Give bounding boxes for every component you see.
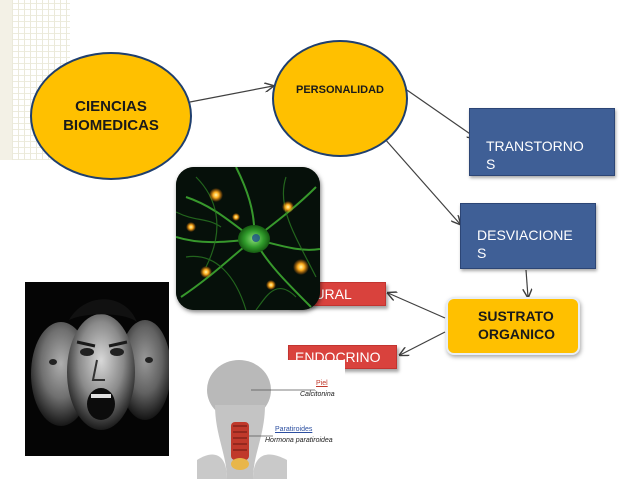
node-ciencias-line2: BIOMEDICAS <box>63 117 159 134</box>
arrow-personalidad-to-desviaciones <box>383 137 460 224</box>
faces-image <box>25 282 171 456</box>
node-personalidad-label: PERSONALIDAD <box>295 84 384 96</box>
node-sustrato-line2: ORGANICO <box>478 326 555 342</box>
anatomy-label-piel: Piel <box>316 380 328 387</box>
arrow-sustrato-to-endocrino <box>400 331 446 355</box>
neuron-network-image <box>176 167 320 310</box>
anatomy-neck-image: Piel Calcitonina Paratiroides Hormona pa… <box>197 360 345 479</box>
node-desviaciones-line1: DESVIACIONE <box>477 227 573 243</box>
arrow-ciencias-to-personalidad <box>189 86 273 103</box>
node-desviaciones: DESVIACIONE S <box>460 203 596 269</box>
arrow-sustrato-to-neural <box>388 293 446 319</box>
node-transtornos-line1: TRANSTORNO <box>486 138 584 154</box>
node-ciencias-biomedicas: CIENCIAS BIOMEDICAS <box>30 52 192 180</box>
anatomy-label-paratiroides: Paratiroides <box>275 426 313 433</box>
anatomy-label-paratiroides-sub: Hormona paratiroidea <box>265 437 333 444</box>
node-transtornos: TRANSTORNO S <box>469 108 615 176</box>
node-personalidad: PERSONALIDAD <box>272 40 408 157</box>
node-transtornos-line2: S <box>486 156 496 172</box>
node-desviaciones-line2: S <box>477 245 487 261</box>
arrow-personalidad-to-transtornos <box>403 87 476 138</box>
anatomy-label-piel-sub: Calcitonina <box>300 391 335 398</box>
arrow-desviaciones-to-sustrato <box>526 269 528 297</box>
node-sustrato-organico: SUSTRATO ORGANICO <box>446 297 580 355</box>
node-ciencias-line1: CIENCIAS <box>75 98 147 115</box>
node-sustrato-line1: SUSTRATO <box>478 308 554 324</box>
